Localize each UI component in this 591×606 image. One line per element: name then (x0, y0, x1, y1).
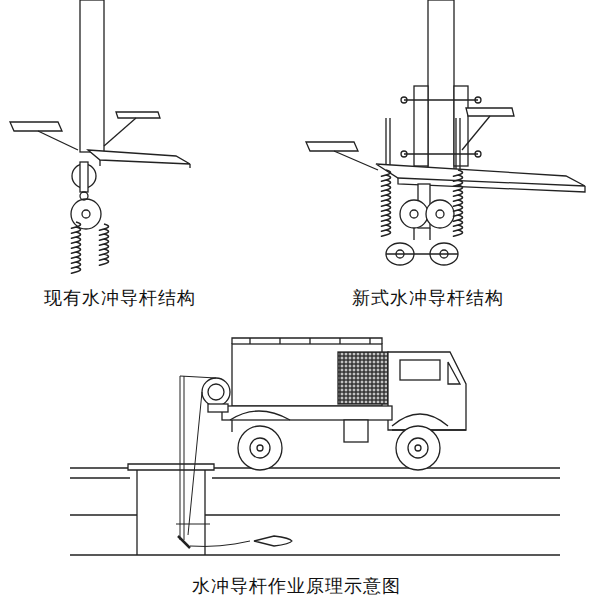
coil-springs (72, 170, 463, 273)
coil-spring (100, 224, 109, 265)
coil-spring (454, 170, 463, 236)
new-structure (306, 0, 585, 265)
figure-caption: 现有水冲导杆结构 (44, 286, 196, 310)
coil-spring (72, 222, 81, 273)
existing-structure (10, 0, 190, 229)
figure-caption: 水冲导杆作业原理示意图 (192, 574, 401, 598)
figure-caption: 新式水冲导杆结构 (352, 286, 504, 310)
coil-spring (382, 170, 391, 236)
work-principle (70, 338, 560, 555)
